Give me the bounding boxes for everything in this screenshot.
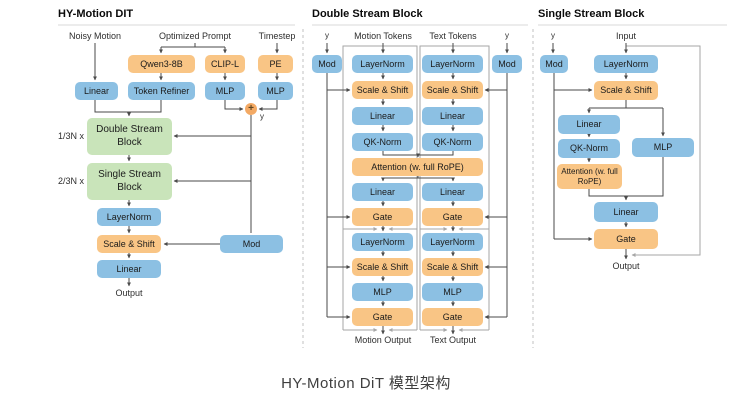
single-attention: Attention (w. full RoPE) — [557, 164, 622, 189]
motion-mlp: MLP — [352, 283, 413, 301]
node-mlp-timestep: MLP — [258, 82, 293, 100]
node-double-stream-block: Double Stream Block — [87, 118, 172, 155]
label-output-single: Output — [612, 261, 640, 271]
single-gate: Gate — [594, 229, 658, 249]
residual-lines — [342, 45, 701, 332]
flow-arrows — [93, 43, 665, 335]
plus-icon: + — [245, 103, 257, 115]
text-layernorm-2: LayerNorm — [422, 233, 483, 251]
single-qk-norm: QK-Norm — [558, 139, 620, 158]
node-single-stream-block: Single Stream Block — [87, 163, 172, 200]
motion-scale-shift-1: Scale & Shift — [352, 81, 413, 99]
node-mod-left: Mod — [312, 55, 342, 73]
motion-layernorm-1: LayerNorm — [352, 55, 413, 73]
text-mlp: MLP — [422, 283, 483, 301]
node-linear-out: Linear — [97, 260, 161, 278]
node-pe: PE — [258, 55, 293, 73]
label-output-left: Output — [115, 288, 143, 298]
motion-gate-2: Gate — [352, 308, 413, 326]
motion-scale-shift-2: Scale & Shift — [352, 258, 413, 276]
motion-layernorm-2: LayerNorm — [352, 233, 413, 251]
node-mlp-clip: MLP — [205, 82, 245, 100]
label-timestep: Timestep — [258, 31, 296, 41]
single-mod: Mod — [540, 55, 568, 73]
node-scale-shift-left: Scale & Shift — [97, 235, 161, 253]
label-double-multiplier: 1/3N x — [57, 131, 84, 141]
single-mlp: MLP — [632, 138, 694, 157]
label-noisy-motion: Noisy Motion — [68, 31, 122, 41]
label-y-mod-right: y — [505, 31, 509, 40]
single-linear-1: Linear — [558, 115, 620, 134]
double-panel-title: Double Stream Block — [312, 8, 423, 20]
label-text-output: Text Output — [429, 335, 477, 345]
text-scale-shift-2: Scale & Shift — [422, 258, 483, 276]
label-y-left-panel: y — [260, 112, 264, 121]
node-clip-l: CLIP-L — [205, 55, 245, 73]
label-input-single: Input — [615, 31, 637, 41]
motion-gate-1: Gate — [352, 208, 413, 226]
node-mod-right: Mod — [492, 55, 522, 73]
text-qk-norm: QK-Norm — [422, 133, 483, 151]
text-gate-1: Gate — [422, 208, 483, 226]
single-scale-shift: Scale & Shift — [594, 81, 658, 100]
label-y-mod-left: y — [325, 31, 329, 40]
node-mod-left-panel: Mod — [220, 235, 283, 253]
motion-linear-2: Linear — [352, 183, 413, 201]
label-text-tokens: Text Tokens — [429, 31, 477, 41]
double-attention: Attention (w. full RoPE) — [352, 158, 483, 176]
motion-qk-norm: QK-Norm — [352, 133, 413, 151]
node-token-refiner: Token Refiner — [128, 82, 195, 100]
single-linear-2: Linear — [594, 202, 658, 222]
node-qwen3-8b: Qwen3-8B — [128, 55, 195, 73]
label-motion-tokens: Motion Tokens — [354, 31, 412, 41]
node-linear-in: Linear — [75, 82, 118, 100]
label-motion-output: Motion Output — [354, 335, 412, 345]
node-layernorm-left: LayerNorm — [97, 208, 161, 226]
motion-linear-1: Linear — [352, 107, 413, 125]
label-y-single: y — [551, 31, 555, 40]
text-linear-1: Linear — [422, 107, 483, 125]
text-layernorm-1: LayerNorm — [422, 55, 483, 73]
label-single-multiplier: 2/3N x — [57, 176, 84, 186]
flow-lines — [94, 43, 664, 317]
single-panel-title: Single Stream Block — [538, 8, 645, 20]
label-optimized-prompt: Optimized Prompt — [158, 31, 232, 41]
single-layernorm: LayerNorm — [594, 55, 658, 73]
text-scale-shift-1: Scale & Shift — [422, 81, 483, 99]
figure-caption: HY-Motion DiT 模型架构 — [281, 375, 451, 392]
panel-separators — [302, 29, 534, 348]
left-panel-title: HY-Motion DIT — [58, 8, 134, 20]
text-linear-2: Linear — [422, 183, 483, 201]
text-gate-2: Gate — [422, 308, 483, 326]
